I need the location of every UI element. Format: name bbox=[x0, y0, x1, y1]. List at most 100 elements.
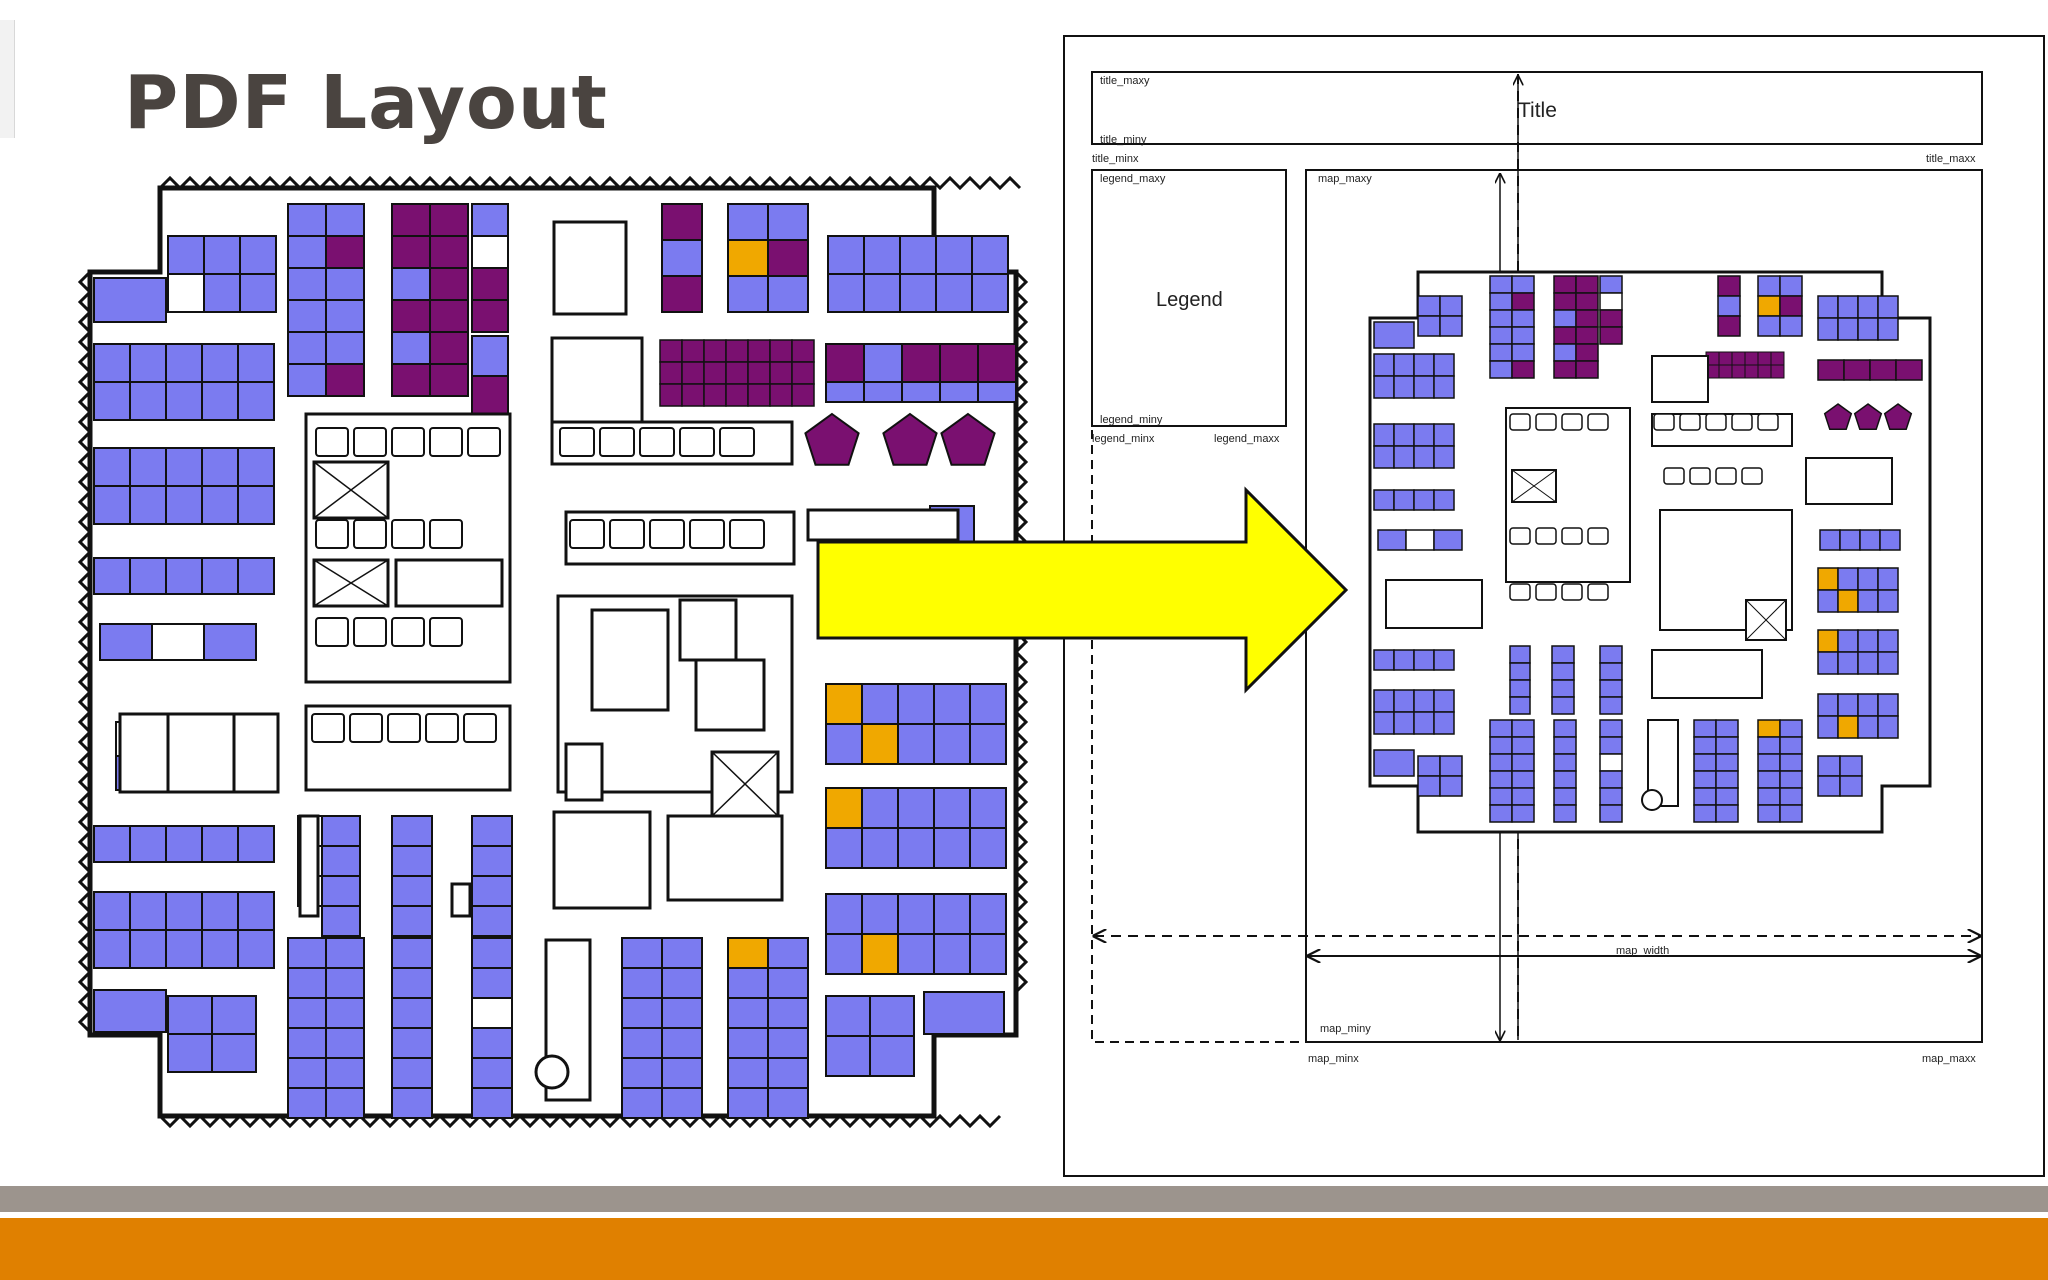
elevator-cab bbox=[1731, 413, 1753, 431]
desk bbox=[471, 203, 509, 237]
desk bbox=[1393, 489, 1415, 511]
desk bbox=[767, 937, 809, 969]
desk bbox=[1489, 326, 1513, 345]
desk bbox=[1433, 711, 1455, 735]
desk bbox=[1877, 295, 1899, 319]
desk bbox=[1373, 353, 1395, 377]
desk bbox=[659, 361, 683, 385]
desk bbox=[861, 787, 899, 829]
elevator-cab bbox=[315, 617, 349, 647]
desk bbox=[621, 937, 663, 969]
desk bbox=[825, 381, 865, 403]
meeting-pod bbox=[1853, 403, 1883, 431]
desk bbox=[1417, 295, 1441, 317]
desk bbox=[1373, 445, 1395, 469]
desk bbox=[727, 239, 769, 277]
desk bbox=[1433, 689, 1455, 713]
elevator-cab bbox=[429, 617, 463, 647]
elevator-cab bbox=[569, 519, 605, 549]
elevator-cab bbox=[391, 617, 425, 647]
desk bbox=[203, 273, 241, 313]
desk bbox=[681, 383, 705, 407]
desk bbox=[703, 361, 727, 385]
desk bbox=[863, 235, 901, 275]
desk bbox=[1413, 423, 1435, 447]
desk bbox=[1489, 360, 1513, 379]
desk bbox=[201, 343, 239, 383]
desk bbox=[1599, 719, 1623, 738]
desk bbox=[869, 995, 915, 1037]
desk bbox=[767, 997, 809, 1029]
desk bbox=[1779, 770, 1803, 789]
desk bbox=[1599, 696, 1623, 715]
desk bbox=[1693, 787, 1717, 806]
desk bbox=[321, 875, 361, 907]
desk bbox=[1715, 736, 1739, 755]
desk bbox=[1551, 645, 1575, 664]
desk bbox=[1373, 649, 1395, 671]
desk bbox=[703, 339, 727, 363]
desk bbox=[1837, 693, 1859, 717]
desk bbox=[727, 937, 769, 969]
elevator-cab bbox=[463, 713, 497, 743]
desk bbox=[727, 967, 769, 999]
elevator-cab bbox=[387, 713, 421, 743]
desk bbox=[897, 787, 935, 829]
desk bbox=[1553, 326, 1577, 345]
desk bbox=[863, 273, 901, 313]
desk bbox=[969, 827, 1007, 869]
desk bbox=[769, 339, 793, 363]
desk bbox=[391, 203, 431, 237]
desk bbox=[825, 1035, 871, 1077]
elevator-cab bbox=[679, 427, 715, 457]
desk bbox=[661, 239, 703, 277]
desk bbox=[471, 967, 513, 999]
desk bbox=[1393, 689, 1415, 713]
desk bbox=[681, 361, 705, 385]
desk bbox=[1895, 359, 1923, 381]
desk bbox=[1857, 589, 1879, 613]
desk bbox=[287, 363, 327, 397]
desk bbox=[325, 363, 365, 397]
desk bbox=[977, 381, 1017, 403]
desk bbox=[969, 893, 1007, 935]
desk bbox=[1839, 775, 1863, 797]
desk bbox=[1413, 489, 1435, 511]
desk bbox=[1717, 295, 1741, 317]
desk bbox=[1817, 775, 1841, 797]
desk bbox=[747, 339, 771, 363]
desk bbox=[1575, 292, 1599, 311]
desk bbox=[1489, 770, 1513, 789]
desk bbox=[923, 991, 1005, 1035]
desk bbox=[1417, 755, 1441, 777]
desk bbox=[165, 381, 203, 421]
desk bbox=[201, 929, 239, 969]
desk bbox=[897, 827, 935, 869]
desk bbox=[1489, 753, 1513, 772]
desk bbox=[391, 875, 433, 907]
desk bbox=[767, 275, 809, 313]
desk bbox=[1877, 589, 1899, 613]
desk bbox=[391, 937, 433, 969]
desk bbox=[1717, 275, 1741, 297]
desk bbox=[767, 1057, 809, 1089]
desk bbox=[725, 361, 749, 385]
desk bbox=[325, 1057, 365, 1089]
transform-arrow bbox=[816, 486, 1349, 694]
desk bbox=[1413, 353, 1435, 377]
desk bbox=[1744, 364, 1759, 379]
desk bbox=[1553, 804, 1577, 823]
desk bbox=[391, 845, 433, 877]
desk bbox=[1779, 719, 1803, 738]
desk bbox=[321, 815, 361, 847]
desk bbox=[621, 1087, 663, 1119]
desk bbox=[897, 893, 935, 935]
desk bbox=[1511, 787, 1535, 806]
elevator-cab bbox=[1509, 583, 1531, 601]
desk bbox=[93, 929, 131, 969]
desk bbox=[1779, 295, 1803, 317]
desk bbox=[1553, 275, 1577, 294]
desk bbox=[129, 485, 167, 525]
floorplan-large bbox=[77, 175, 1029, 1129]
desk bbox=[1553, 309, 1577, 328]
